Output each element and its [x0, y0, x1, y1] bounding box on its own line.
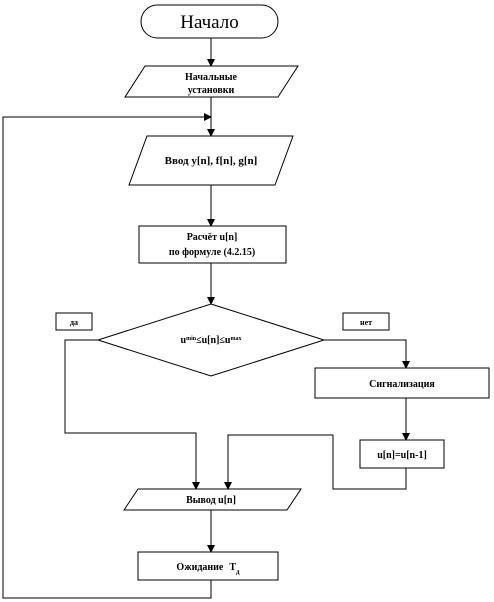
signal-block: Сигнализация [314, 367, 490, 399]
start-terminator: Начало [140, 4, 279, 39]
output-label: Вывод u[n] [186, 495, 236, 506]
decision-condition: umin≤u[n]≤umax [181, 335, 242, 346]
connector-loop-back [2, 113, 212, 599]
yes-label-box: да [55, 312, 93, 331]
init-label-line1: Начальные [185, 72, 238, 83]
connector-no-branch [324, 339, 410, 369]
connector-assign-output [224, 434, 407, 490]
input-label: Ввод y[n], f[n], g[n] [165, 155, 258, 167]
signal-label: Сигнализация [369, 379, 435, 390]
decision-block: umin≤u[n]≤umax [96, 303, 326, 377]
calc-label-line1: Расчёт u[n] [187, 232, 238, 243]
calc-label-line2: по формуле (4.2.15) [169, 247, 255, 258]
yes-label: да [70, 318, 78, 327]
start-label: Начало [180, 12, 239, 33]
calc-block: Расчёт u[n] по формуле (4.2.15) [138, 225, 287, 264]
output-block: Вывод u[n] [123, 488, 302, 511]
no-label: нет [360, 318, 372, 327]
init-label-line2: установки [188, 85, 235, 96]
assign-label: u[n]=u[n-1] [377, 450, 427, 461]
init-block: Начальные установки [124, 65, 299, 98]
connector-yes-branch [64, 339, 200, 490]
assign-block: u[n]=u[n-1] [359, 439, 445, 469]
no-label-box: нет [342, 312, 390, 331]
input-block: Ввод y[n], f[n], g[n] [128, 135, 294, 186]
